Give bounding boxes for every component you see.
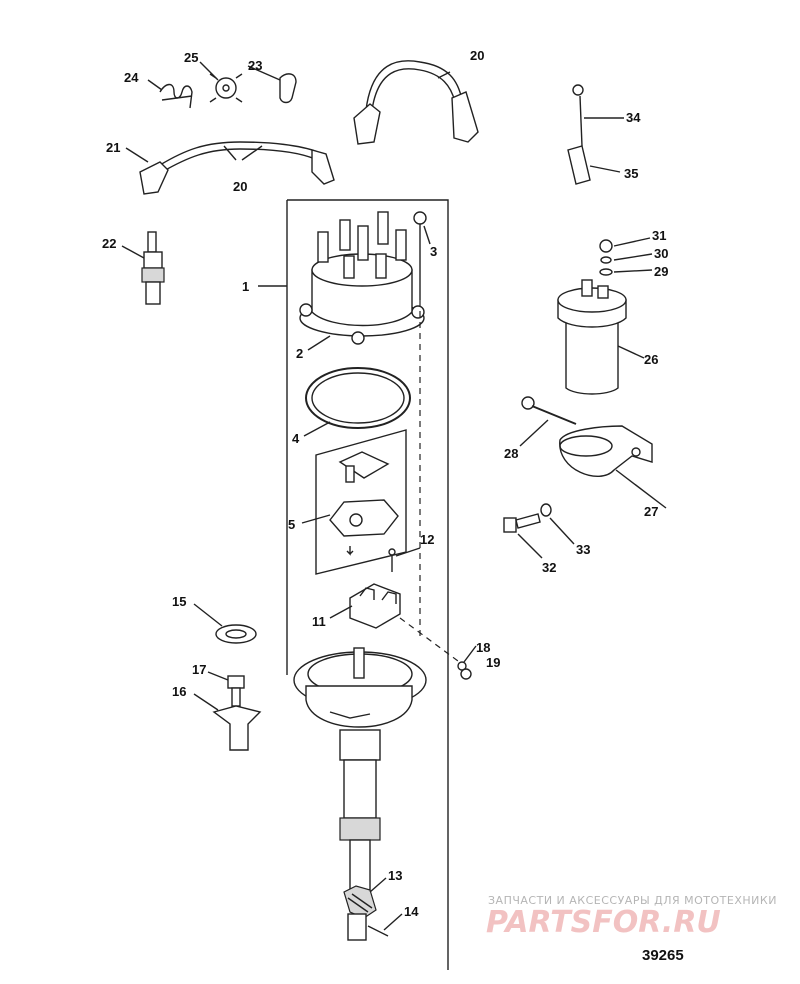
label-21: 21 [106, 140, 120, 155]
watermark-logo: PARTSFOR.RU [486, 905, 721, 940]
ignition-module-11 [349, 583, 463, 665]
label-3: 3 [430, 244, 437, 259]
label-2: 2 [296, 346, 303, 361]
label-14: 14 [404, 904, 419, 919]
label-13: 13 [388, 868, 402, 883]
washer-30 [600, 256, 612, 264]
ground-strap-34 [572, 84, 584, 147]
distributor-assembly-frame [286, 199, 449, 970]
label-5: 5 [288, 517, 295, 532]
washer-15 [215, 624, 257, 644]
label-18: 18 [476, 640, 490, 655]
part-labels: 1 2 3 4 5 11 12 13 14 15 16 17 18 19 20 … [102, 48, 668, 919]
cap-screw-3 [413, 211, 427, 640]
label-23: 23 [248, 58, 262, 73]
label-17: 17 [192, 662, 206, 677]
label-20-bottom: 20 [233, 179, 247, 194]
terminal-35 [567, 145, 591, 185]
label-34: 34 [626, 110, 641, 125]
label-24: 24 [124, 70, 139, 85]
bracket-screw-28 [521, 396, 577, 425]
label-4: 4 [292, 431, 300, 446]
figure-number: 39265 [642, 947, 684, 964]
label-28: 28 [504, 446, 518, 461]
label-22: 22 [102, 236, 116, 251]
wire-clip-23 [279, 73, 297, 104]
label-33: 33 [576, 542, 590, 557]
label-27: 27 [644, 504, 658, 519]
leader-lines [121, 61, 667, 931]
spark-plug-wire-arch [353, 60, 479, 145]
washer-33 [540, 503, 552, 517]
bolt-32 [503, 513, 541, 533]
watermark: ЗАПЧАСТИ И АКСЕССУАРЫ ДЛЯ МОТОТЕХНИКИ PA… [486, 894, 777, 940]
label-25: 25 [184, 50, 198, 65]
label-35: 35 [624, 166, 638, 181]
hold-down-clamp-16 [212, 705, 262, 751]
drive-gear-13 [343, 885, 377, 919]
wire-clip-24 [159, 83, 193, 109]
distributor-cap-2 [299, 211, 425, 345]
nut-18-washer-19 [457, 661, 472, 680]
washer-29 [599, 268, 613, 276]
hold-down-bolt-17 [227, 675, 245, 707]
watermark-caption: ЗАПЧАСТИ И АКСЕССУАРЫ ДЛЯ МОТОТЕХНИКИ [488, 894, 777, 907]
label-20-top: 20 [470, 48, 484, 63]
label-31: 31 [652, 228, 666, 243]
label-30: 30 [654, 246, 668, 261]
spark-plug-wire-long [139, 141, 335, 195]
label-32: 32 [542, 560, 556, 575]
label-16: 16 [172, 684, 186, 699]
roll-pin-14 [347, 913, 389, 941]
label-15: 15 [172, 594, 186, 609]
coil-bracket-27 [559, 425, 653, 477]
label-29: 29 [654, 264, 668, 279]
label-1: 1 [242, 279, 249, 294]
nut-31 [599, 239, 613, 253]
label-26: 26 [644, 352, 658, 367]
label-19: 19 [486, 655, 500, 670]
module-screw-12 [388, 548, 396, 572]
wire-separator-25 [209, 73, 243, 103]
spark-plug-22 [141, 231, 165, 305]
label-11: 11 [312, 614, 326, 629]
ignition-coil-26 [557, 279, 627, 395]
distributor-housing [293, 647, 427, 891]
label-12: 12 [420, 532, 434, 547]
cap-gasket-4 [305, 367, 411, 429]
